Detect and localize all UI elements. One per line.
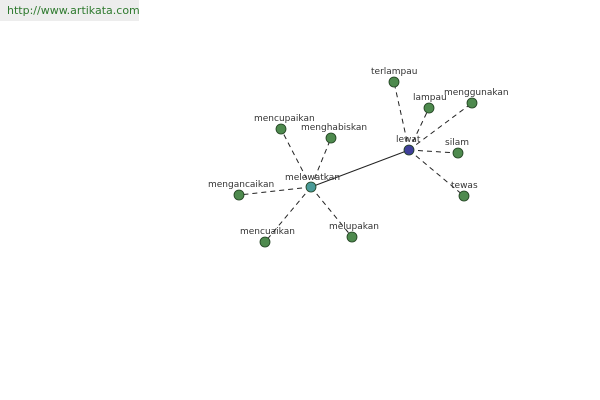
node-dot-melewatkan[interactable]: [305, 181, 317, 193]
node-label-menghabiskan[interactable]: menghabiskan: [301, 123, 367, 133]
node-lampau[interactable]: lampau: [413, 93, 447, 114]
node-dot-mencupaikan[interactable]: [275, 123, 287, 135]
node-terlampau[interactable]: terlampau: [371, 67, 417, 88]
node-mencuaikan[interactable]: mencuaikan: [240, 227, 295, 248]
node-label-lewat[interactable]: lewat: [396, 135, 421, 145]
node-label-melupakan[interactable]: melupakan: [329, 222, 379, 232]
edge-melewatkan-lewat: [310, 149, 410, 188]
edge-melewatkan-mencupaikan: [280, 128, 312, 188]
node-label-mencupaikan[interactable]: mencupaikan: [254, 114, 315, 124]
node-dot-melupakan[interactable]: [346, 231, 358, 243]
node-lewat[interactable]: lewat: [396, 135, 421, 156]
node-label-mengancaikan[interactable]: mengancaikan: [208, 180, 274, 190]
node-dot-menghabiskan[interactable]: [325, 132, 337, 144]
node-label-mencuaikan[interactable]: mencuaikan: [240, 227, 295, 237]
node-dot-mengancaikan[interactable]: [233, 189, 245, 201]
site-url[interactable]: http://www.artikata.com: [7, 4, 140, 17]
node-dot-mencuaikan[interactable]: [259, 236, 271, 248]
node-label-terlampau[interactable]: terlampau: [371, 67, 417, 77]
node-mengancaikan[interactable]: mengancaikan: [208, 180, 274, 201]
node-melewatkan[interactable]: melewatkan: [285, 173, 340, 193]
url-banner: http://www.artikata.com: [0, 0, 140, 21]
edge-lewat-silam: [408, 149, 459, 154]
edge-melewatkan-mengancaikan: [238, 186, 312, 196]
node-label-tewas[interactable]: tewas: [451, 181, 478, 191]
node-dot-tewas[interactable]: [458, 190, 470, 202]
node-label-lampau[interactable]: lampau: [413, 93, 447, 103]
node-dot-lewat[interactable]: [403, 144, 415, 156]
node-menggunakan[interactable]: menggunakan: [444, 88, 509, 109]
graph-edges: [238, 81, 473, 243]
node-label-silam[interactable]: silam: [445, 138, 469, 148]
node-mencupaikan[interactable]: mencupaikan: [254, 114, 315, 135]
node-dot-terlampau[interactable]: [388, 76, 400, 88]
node-dot-menggunakan[interactable]: [466, 97, 478, 109]
edge-lewat-menggunakan: [408, 102, 473, 151]
edge-lewat-lampau: [408, 107, 430, 151]
node-dot-lampau[interactable]: [423, 102, 435, 114]
node-tewas[interactable]: tewas: [451, 181, 478, 202]
node-silam[interactable]: silam: [445, 138, 469, 159]
node-menghabiskan[interactable]: menghabiskan: [301, 123, 367, 144]
edge-lewat-tewas: [408, 149, 465, 197]
node-melupakan[interactable]: melupakan: [329, 222, 379, 243]
node-label-menggunakan[interactable]: menggunakan: [444, 88, 509, 98]
edge-melewatkan-melupakan: [310, 186, 353, 238]
node-label-melewatkan[interactable]: melewatkan: [285, 173, 340, 183]
edge-lewat-terlampau: [393, 81, 410, 151]
node-dot-silam[interactable]: [452, 147, 464, 159]
edge-melewatkan-mencuaikan: [264, 186, 312, 243]
